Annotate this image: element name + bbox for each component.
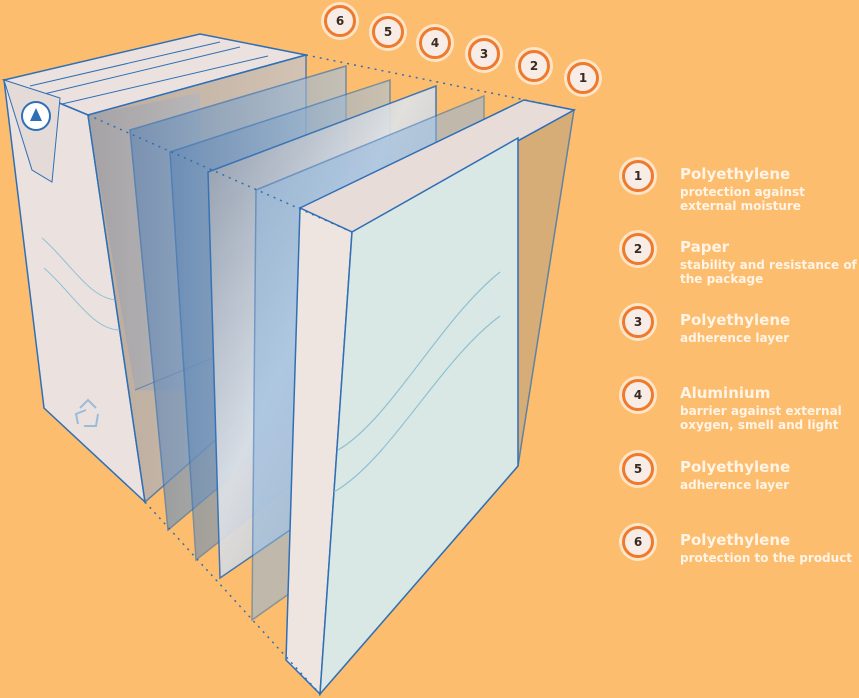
legend-description: stability and resistance of the package xyxy=(680,258,857,286)
layer-badge-3: 3 xyxy=(468,38,500,70)
legend-title: Polyethylene xyxy=(680,458,791,476)
layer-badge-2: 2 xyxy=(518,50,550,82)
layer-badge-4: 4 xyxy=(419,27,451,59)
legend-description: protection against external moisture xyxy=(680,185,805,213)
legend-title: Polyethylene xyxy=(680,531,791,549)
carton-logo-icon xyxy=(21,101,51,131)
legend-badge: 4 xyxy=(622,379,654,411)
layer-badge-1: 1 xyxy=(567,62,599,94)
legend-badge: 1 xyxy=(622,160,654,192)
legend-badge: 3 xyxy=(622,306,654,338)
legend-badge: 2 xyxy=(622,233,654,265)
legend-title: Aluminium xyxy=(680,384,771,402)
legend-badge: 5 xyxy=(622,453,654,485)
legend-description: adherence layer xyxy=(680,331,790,345)
legend-badge: 6 xyxy=(622,526,654,558)
legend-description: barrier against external oxygen, smell a… xyxy=(680,404,842,432)
recycle-icon xyxy=(74,398,99,427)
legend-item-2: 2 Paper stability and resistance of the … xyxy=(622,233,859,286)
legend-item-1: 1 Polyethylene protection against extern… xyxy=(622,160,859,213)
legend-item-5: 5 Polyethylene adherence layer xyxy=(622,453,859,503)
legend-description: protection to the product xyxy=(680,551,853,565)
legend-description: adherence layer xyxy=(680,478,790,492)
layer-badge-5: 5 xyxy=(372,16,404,48)
legend-title: Paper xyxy=(680,238,730,256)
layer-sheet-1 xyxy=(285,99,577,697)
layer-badge-6: 6 xyxy=(324,5,356,37)
legend-item-6: 6 Polyethylene protection to the product xyxy=(622,526,859,576)
legend-item-4: 4 Aluminium barrier against external oxy… xyxy=(622,379,859,432)
legend-item-3: 3 Polyethylene adherence layer xyxy=(622,306,859,356)
legend-title: Polyethylene xyxy=(680,165,791,183)
dotted-guides xyxy=(87,54,575,695)
legend-title: Polyethylene xyxy=(680,311,791,329)
